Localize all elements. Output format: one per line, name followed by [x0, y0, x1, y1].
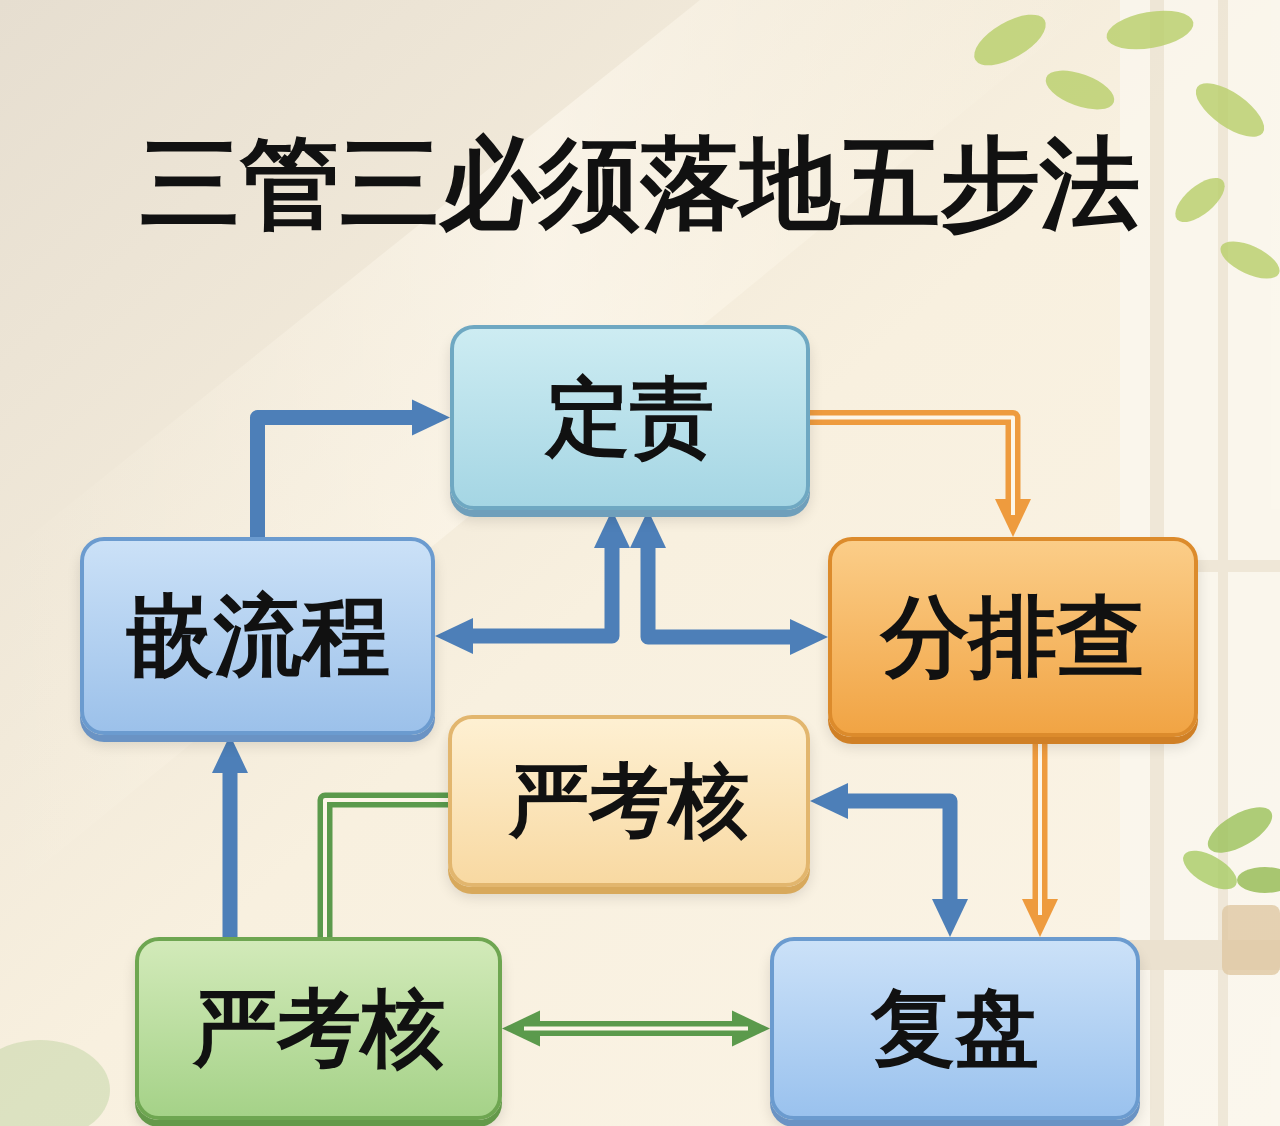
connector-highlight: [810, 418, 1013, 516]
flow-arrow: [832, 801, 950, 915]
connector-highlight: [1038, 737, 1042, 915]
assessment-box: 严考核: [448, 715, 810, 887]
connector-highlight: [524, 1027, 748, 1031]
diagram-title: 三管三必须落地五步法: [0, 126, 1280, 241]
flow-arrow: [1033, 737, 1048, 915]
responsibility-box: 定责: [450, 325, 810, 510]
node-label: 复盘: [871, 982, 1039, 1074]
assessment-box: 严考核: [135, 937, 502, 1120]
blurred-foliage: [0, 1040, 110, 1126]
node-label: 定责: [546, 371, 714, 463]
node-label: 严考核: [509, 757, 749, 845]
potted-plant: [1177, 798, 1280, 975]
flow-arrow: [258, 418, 429, 538]
node-label: 严考核: [193, 982, 445, 1074]
flow-arrow: [325, 800, 448, 937]
node-label: 分排查: [881, 589, 1145, 686]
review-box: 复盘: [770, 937, 1140, 1120]
flow-arrow: [648, 532, 806, 637]
process-box: 嵌流程: [80, 537, 435, 735]
flow-arrow: [457, 532, 612, 636]
connector-highlight: [325, 800, 448, 937]
node-label: 嵌流程: [126, 588, 390, 685]
flow-arrow: [810, 418, 1013, 516]
flow-arrow: [524, 1021, 748, 1036]
flow-arrow: [223, 757, 238, 937]
inspection-box: 分排查: [828, 537, 1198, 737]
